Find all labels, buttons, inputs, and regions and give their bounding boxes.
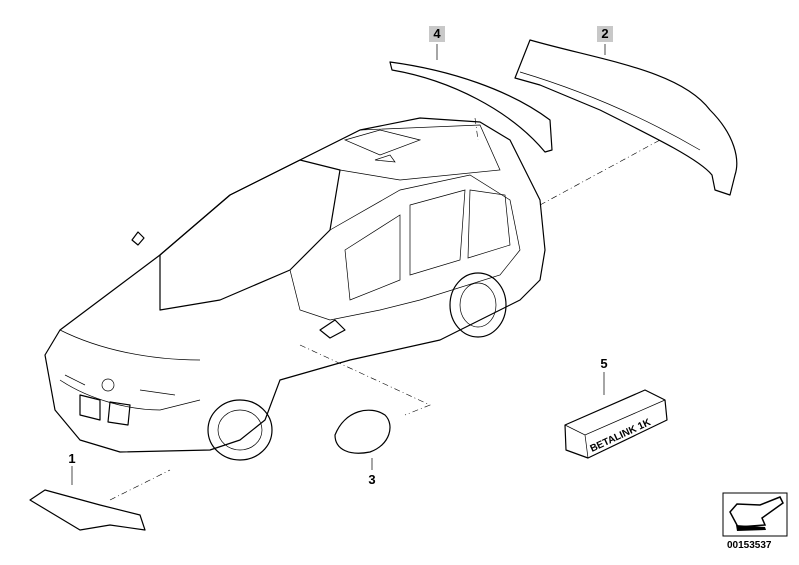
car-body xyxy=(44,117,546,461)
diagram-icon-frame xyxy=(722,492,788,537)
arrow-icon xyxy=(729,496,784,528)
rear-spoiler-part xyxy=(389,61,553,153)
adhesive-box: BETALINK 1K xyxy=(564,389,668,459)
label-2[interactable]: 2 xyxy=(597,26,613,42)
front-wheel xyxy=(207,399,273,461)
mirror-cap-part xyxy=(334,409,391,454)
sunroof xyxy=(343,129,422,156)
label-5[interactable]: 5 xyxy=(600,356,608,371)
mirror xyxy=(319,319,346,339)
rear-diffuser-part xyxy=(514,39,738,196)
diagram-code: 00153537 xyxy=(727,540,772,551)
adhesive-label: BETALINK 1K xyxy=(589,417,654,455)
rear-wheel xyxy=(449,272,507,338)
label-3[interactable]: 3 xyxy=(368,472,376,487)
front-spoiler-part xyxy=(29,489,146,531)
logo xyxy=(101,378,115,392)
label-1[interactable]: 1 xyxy=(68,451,76,466)
label-4[interactable]: 4 xyxy=(429,26,445,42)
